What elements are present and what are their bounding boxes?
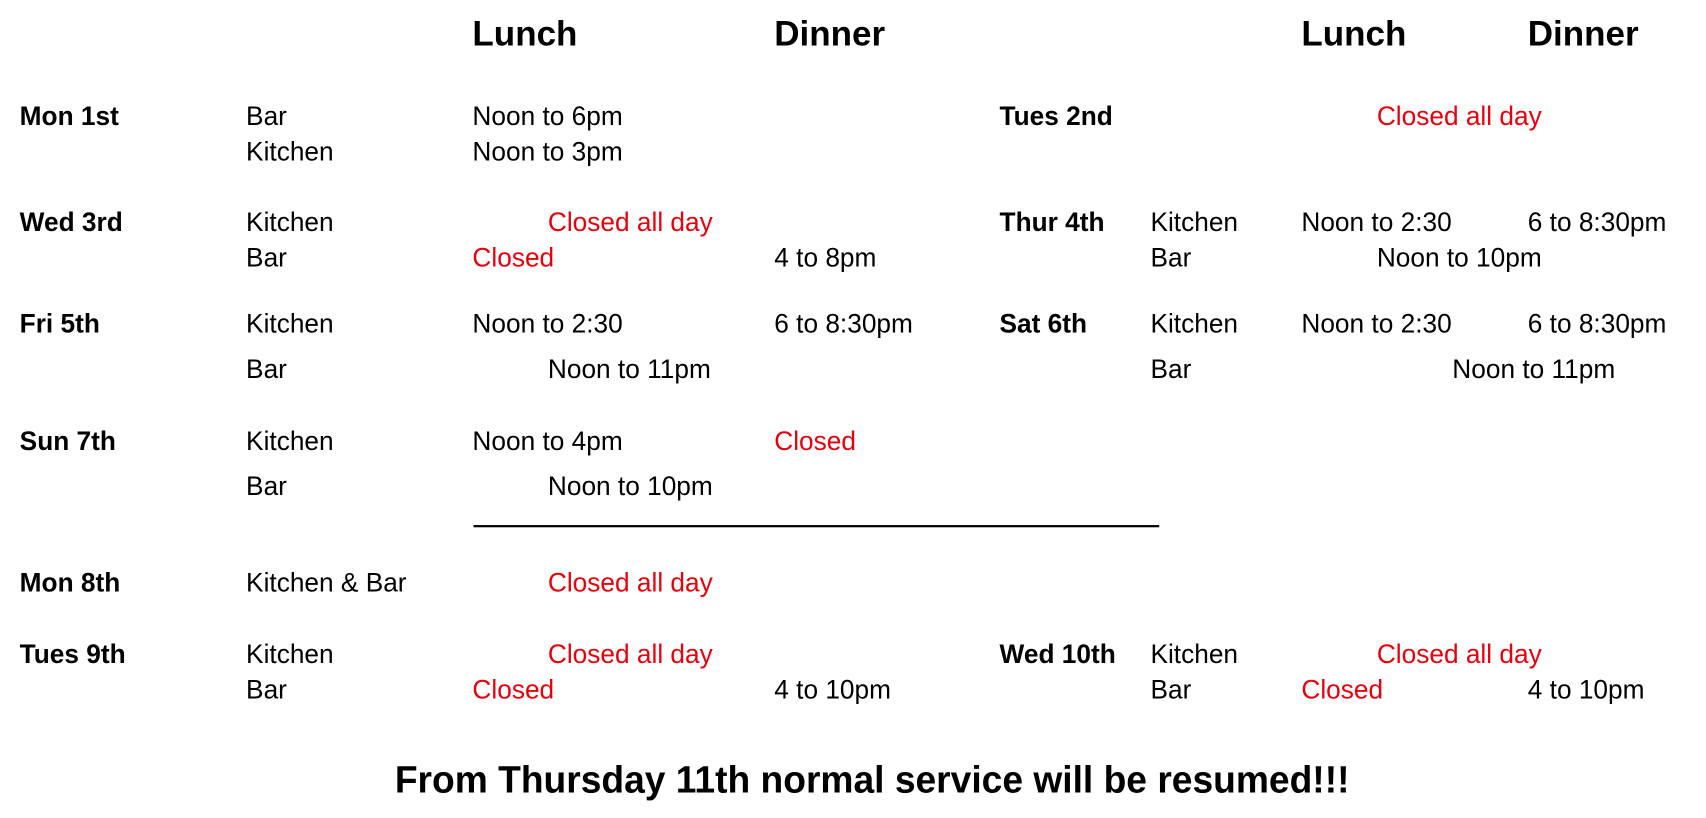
area-label: Kitchen xyxy=(1150,640,1239,670)
area-label: Bar xyxy=(246,675,287,706)
hours: 4 to 8pm xyxy=(774,243,877,274)
area-label: Bar xyxy=(1150,675,1192,706)
area-label: Bar xyxy=(1150,243,1192,274)
hours: 4 to 10pm xyxy=(1527,675,1645,706)
hours: Noon to 10pm xyxy=(547,472,713,502)
area-label: Kitchen xyxy=(246,426,334,457)
day-label: Tues 9th xyxy=(19,640,126,670)
closed-status: Closed xyxy=(472,675,555,706)
header-lunch: Lunch xyxy=(472,13,578,54)
day-label: Thur 4th xyxy=(999,207,1105,238)
hours: 6 to 8:30pm xyxy=(1527,309,1667,340)
area-label: Kitchen xyxy=(246,137,334,167)
hours: Noon to 6pm xyxy=(472,101,623,132)
area-label: Bar xyxy=(246,101,287,132)
header-dinner-right: Dinner xyxy=(1527,13,1639,54)
closed-status: Closed xyxy=(472,243,555,274)
day-label: Fri 5th xyxy=(19,309,100,340)
header-lunch-right: Lunch xyxy=(1301,13,1407,54)
day-label: Mon 1st xyxy=(19,101,119,132)
area-label: Kitchen xyxy=(246,640,334,670)
hours: Noon to 3pm xyxy=(472,137,623,167)
area-label: Kitchen & Bar xyxy=(246,568,407,599)
hours: Noon to 10pm xyxy=(1376,243,1542,274)
hours: Noon to 2:30 xyxy=(1301,309,1452,340)
day-label: Wed 10th xyxy=(999,640,1116,670)
hours: Noon to 4pm xyxy=(472,426,623,457)
day-label: Wed 3rd xyxy=(19,207,123,238)
closed-status: Closed all day xyxy=(547,568,713,599)
divider-line xyxy=(473,525,1160,528)
day-label: Sat 6th xyxy=(999,309,1088,340)
hours: 6 to 8:30pm xyxy=(1527,207,1667,238)
area-label: Kitchen xyxy=(1150,309,1239,340)
closed-status: Closed all day xyxy=(547,207,713,238)
closed-status: Closed all day xyxy=(1376,101,1542,132)
day-label: Sun 7th xyxy=(19,426,116,457)
footer-notice: From Thursday 11th normal service will b… xyxy=(394,759,1350,802)
closed-status: Closed all day xyxy=(1376,640,1542,670)
day-label: Mon 8th xyxy=(19,568,121,599)
area-label: Kitchen xyxy=(246,207,334,238)
area-label: Bar xyxy=(246,243,287,274)
closed-status: Closed xyxy=(774,426,856,457)
header-dinner: Dinner xyxy=(774,13,886,54)
area-label: Kitchen xyxy=(246,309,334,340)
day-label: Tues 2nd xyxy=(999,101,1113,132)
hours: Noon to 11pm xyxy=(1452,354,1616,385)
area-label: Kitchen xyxy=(1150,207,1239,238)
closed-status: Closed xyxy=(1301,675,1384,706)
hours: Noon to 2:30 xyxy=(1301,207,1452,238)
hours: Noon to 11pm xyxy=(547,354,711,385)
area-label: Bar xyxy=(246,354,287,385)
closed-status: Closed all day xyxy=(547,640,713,670)
area-label: Bar xyxy=(246,472,287,502)
area-label: Bar xyxy=(1150,354,1192,385)
hours: 6 to 8:30pm xyxy=(774,309,913,340)
hours: Noon to 2:30 xyxy=(472,309,623,340)
hours: 4 to 10pm xyxy=(774,675,891,706)
